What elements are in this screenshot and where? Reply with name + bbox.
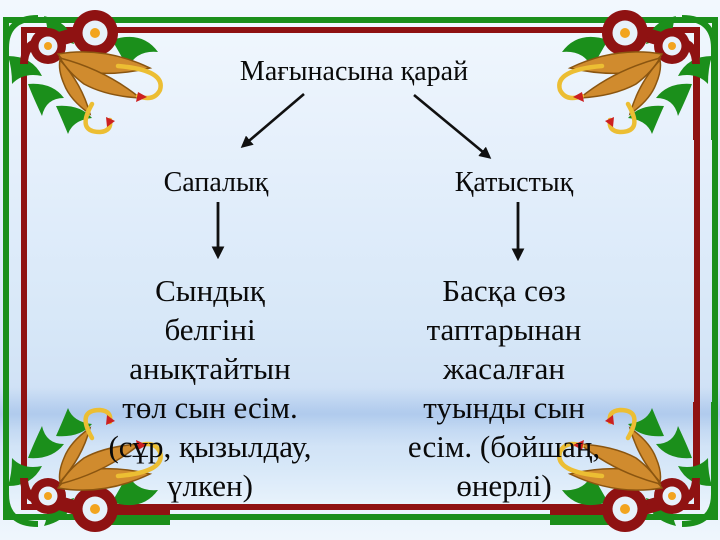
branch-description-relative: Басқа сөз таптарынан жасалған туынды сын…	[407, 273, 601, 503]
slide-title: Мағынасына қарай	[239, 56, 469, 87]
branch-label-qualitative: Сапалық	[163, 167, 269, 198]
branch-label-relative: Қатыстық	[454, 167, 574, 198]
inner-border-frame	[21, 27, 700, 510]
branch-description-qualitative: Сындық белгіні анықтайтын төл сын есім. …	[108, 273, 312, 503]
outer-border-frame	[3, 17, 718, 520]
